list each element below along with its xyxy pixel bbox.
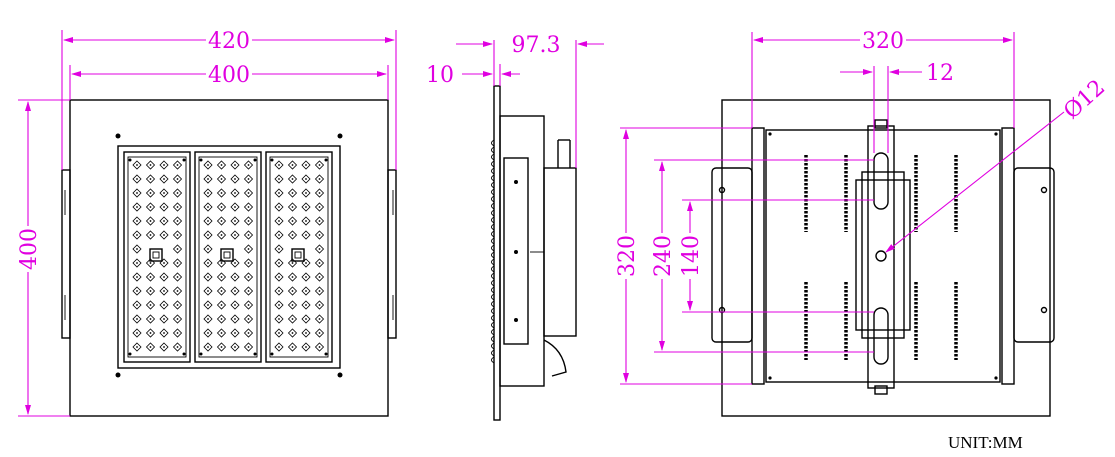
dim-plate-thickness: 10: [426, 63, 454, 88]
dim-slot-inner: 140: [679, 235, 704, 277]
dim-mount-width: 320: [862, 29, 904, 54]
led-module: [194, 151, 262, 363]
front-view: [61, 99, 397, 417]
dim-mount-height: 320: [615, 235, 640, 277]
mounting-bracket: [867, 125, 895, 389]
dimensions: 420 400 400 97.3 10 320 12: [16, 28, 1110, 417]
back-view: [711, 99, 1055, 417]
side-view: [491, 85, 577, 421]
unit-label: UNIT:MM: [948, 433, 1023, 452]
led-housing: [117, 145, 341, 369]
slot-lower: [873, 307, 889, 365]
dim-depth: 97.3: [512, 33, 561, 58]
led-module: [123, 151, 191, 363]
dim-slot-span: 240: [651, 235, 676, 277]
dim-slot-width: 12: [926, 61, 954, 86]
heatsink: [765, 129, 1001, 383]
left-bracket: [61, 169, 71, 339]
led-module: [265, 151, 333, 363]
side-plate: [493, 85, 501, 421]
dim-hole-diameter: Ø12: [1059, 75, 1110, 124]
center-hole: [875, 250, 887, 262]
slot-upper: [873, 152, 889, 210]
back-plate: [721, 99, 1051, 417]
right-bracket: [387, 169, 397, 339]
dim-plate-width: 400: [208, 63, 250, 88]
dim-overall-width: 420: [208, 29, 250, 54]
dim-plate-height: 400: [17, 228, 42, 270]
